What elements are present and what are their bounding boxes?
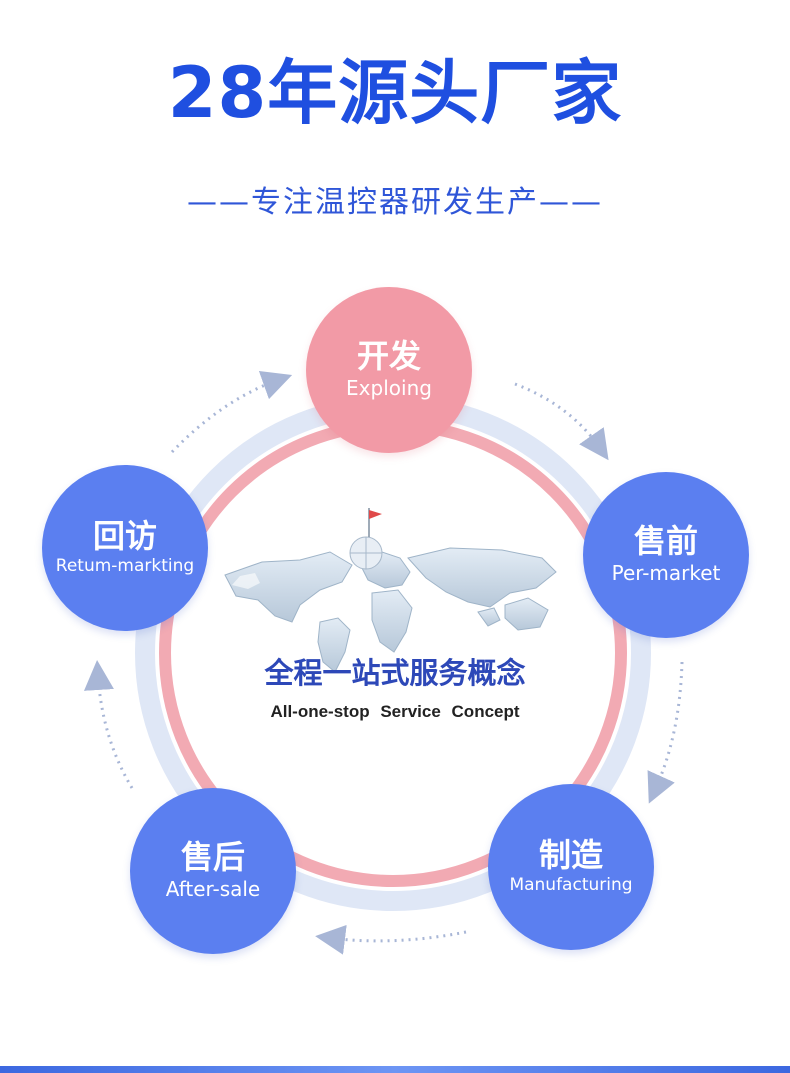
arrow-premarket-to-manufacturing — [647, 661, 684, 804]
center-title-en: All-one-stop Service Concept — [270, 702, 520, 721]
arrow-aftersale-to-return — [83, 660, 134, 789]
world-map-graphic — [224, 508, 557, 673]
bottom-accent-bar — [0, 1066, 790, 1073]
arrow-manufacturing-to-aftersale — [315, 924, 467, 955]
stage-node-return: 回访 Retum-markting — [42, 465, 208, 631]
page-headline: 28年源头厂家 — [167, 52, 623, 134]
stage-label-cn: 制造 — [538, 836, 603, 875]
stage-node-manufacturing: 制造 Manufacturing — [488, 784, 654, 950]
stage-label-cn: 开发 — [356, 337, 421, 376]
page-subtitle: ——专注温控器研发生产—— — [187, 185, 603, 220]
service-cycle-diagram: 全程一站式服务概念 All-one-stop Service Concept 开… — [0, 260, 790, 980]
stage-label-en: After-sale — [165, 876, 261, 901]
stage-node-explore: 开发 Exploing — [306, 287, 472, 453]
stage-label-en: Retum-markting — [55, 555, 195, 576]
stage-label-en: Manufacturing — [509, 874, 633, 895]
globe-flag-icon — [349, 508, 383, 570]
stage-label-cn: 售后 — [180, 838, 245, 877]
arrow-return-to-explore — [170, 370, 293, 454]
stage-label-cn: 回访 — [92, 517, 157, 556]
stage-node-aftersale: 售后 After-sale — [130, 788, 296, 954]
stage-label-en: Exploing — [346, 375, 432, 400]
center-title-cn: 全程一站式服务概念 — [264, 656, 526, 690]
stage-label-en: Per-market — [611, 560, 721, 585]
stage-node-premarket: 售前 Per-market — [583, 472, 749, 638]
stage-label-cn: 售前 — [633, 522, 698, 561]
